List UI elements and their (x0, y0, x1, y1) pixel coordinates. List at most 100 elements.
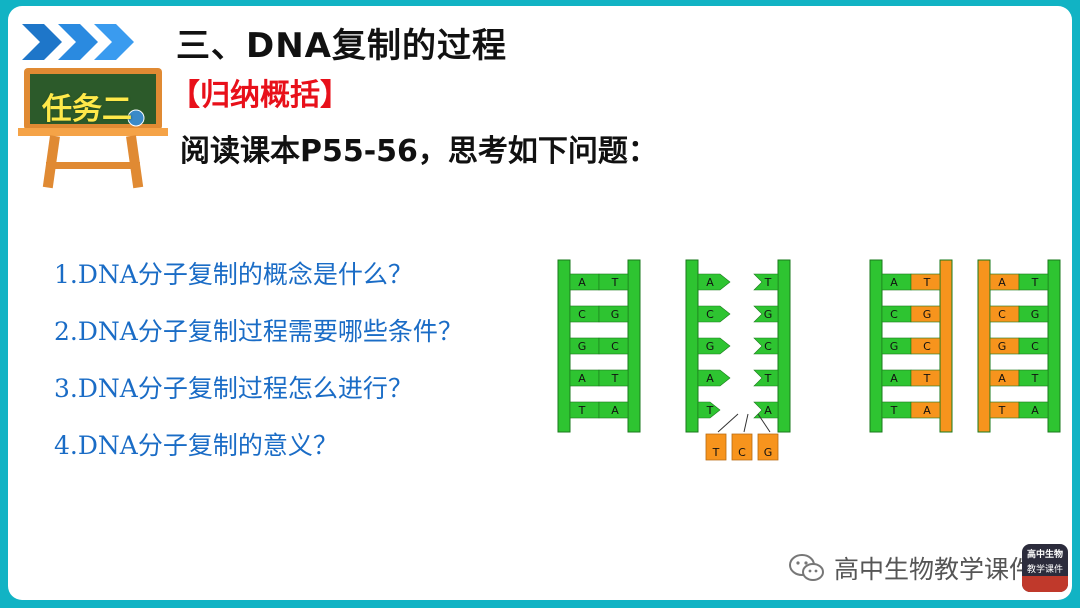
base-left (697, 305, 731, 323)
base-right (753, 369, 779, 387)
account-logo: 高中生物 教学课件 (1022, 544, 1068, 592)
base-letter: A (890, 372, 898, 385)
strand-backbone (869, 259, 883, 433)
account-name: 高中生物教学课件 (834, 555, 1035, 584)
base-letter: A (998, 372, 1006, 385)
base-right (1018, 369, 1049, 387)
base-letter: C (1031, 340, 1039, 353)
base-letter: A (578, 372, 586, 385)
base-letter: A (578, 276, 586, 289)
page-title: 三、DNA复制的过程 (176, 26, 507, 66)
base-right (753, 337, 779, 355)
arrow-line (757, 413, 771, 433)
base-letter: A (706, 372, 714, 385)
base-letter: A (923, 404, 931, 417)
arrow-line (743, 413, 749, 433)
base-letter: C (578, 308, 586, 321)
question-item: 3.DNA分子复制过程怎么进行？ (54, 374, 413, 403)
base-left (697, 337, 731, 355)
strand-backbone (977, 259, 991, 433)
base-right (910, 273, 941, 291)
base-letter: C (890, 308, 898, 321)
base-letter: G (890, 340, 899, 353)
strand-backbone (627, 259, 641, 433)
slide: 三、DNA复制的过程 任务二 【归纳概括】 阅读课本P55-56，思考如下问题：… (8, 6, 1072, 600)
free-nucleotide-letter: C (738, 446, 746, 459)
question-list: 1.DNA分子复制的概念是什么？ 2.DNA分子复制过程需要哪些条件？ 3.DN… (54, 256, 463, 484)
base-letter: T (890, 404, 898, 417)
free-nucleotide-letter: T (712, 446, 720, 459)
logo-text-top: 高中生物 (1026, 550, 1063, 560)
strand-backbone (777, 259, 791, 433)
base-right (598, 337, 629, 355)
base-letter: T (998, 404, 1006, 417)
base-letter: C (923, 340, 931, 353)
instruction-text: 阅读课本P55-56，思考如下问题： (180, 134, 658, 169)
question-item: 2.DNA分子复制过程需要哪些条件？ (54, 317, 463, 346)
strand-backbone (557, 259, 571, 433)
base-letter: T (578, 404, 586, 417)
chevron-arrows-icon (22, 24, 134, 60)
base-right (1018, 337, 1049, 355)
base-right (598, 273, 629, 291)
base-left (697, 369, 731, 387)
base-letter: T (923, 372, 931, 385)
base-letter: T (706, 404, 714, 417)
base-right (910, 337, 941, 355)
base-letter: A (611, 404, 619, 417)
footer: 高中生物教学课件 (788, 546, 1034, 590)
base-letter: A (1031, 404, 1039, 417)
task-label: 任务二 (42, 92, 132, 127)
base-letter: G (764, 308, 773, 321)
question-item: 1.DNA分子复制的概念是什么？ (54, 260, 413, 289)
logo-text-bottom: 教学课件 (1026, 565, 1063, 575)
base-letter: C (611, 340, 619, 353)
dna-replication-diagram: A T C G G C A T T A A T C G G C A T T A A T C G G C A T T A A T C G G C A T T A… (557, 259, 1061, 461)
base-letter: A (706, 276, 714, 289)
base-right (753, 273, 779, 291)
base-right (598, 401, 629, 419)
base-right (1018, 401, 1049, 419)
free-nucleotide (705, 433, 727, 461)
wechat-icon (789, 554, 824, 581)
base-letter: C (998, 308, 1006, 321)
base-letter: T (611, 372, 619, 385)
strand-backbone (1047, 259, 1061, 433)
base-letter: T (764, 372, 772, 385)
free-nucleotide-letter: G (764, 446, 773, 459)
base-letter: T (1031, 276, 1039, 289)
base-letter: T (611, 276, 619, 289)
strand-backbone (939, 259, 953, 433)
base-right (1018, 273, 1049, 291)
section-subtitle: 【归纳概括】 (170, 78, 350, 113)
strand-backbone (685, 259, 699, 433)
base-letter: G (706, 340, 715, 353)
base-right (598, 305, 629, 323)
free-nucleotide (731, 433, 753, 461)
base-letter: G (578, 340, 587, 353)
base-letter: T (923, 276, 931, 289)
base-left (697, 401, 721, 419)
arrow-line (717, 413, 739, 433)
base-letter: C (764, 340, 772, 353)
base-letter: A (998, 276, 1006, 289)
base-right (753, 305, 779, 323)
base-letter: A (764, 404, 772, 417)
base-right (910, 305, 941, 323)
base-letter: T (1031, 372, 1039, 385)
base-right (598, 369, 629, 387)
question-item: 4.DNA分子复制的意义？ (54, 431, 338, 460)
base-right (1018, 305, 1049, 323)
free-nucleotide (757, 433, 779, 461)
base-left (697, 273, 731, 291)
base-letter: G (611, 308, 620, 321)
chalkboard-icon (18, 68, 168, 189)
base-letter: A (890, 276, 898, 289)
logo-decoration (1022, 576, 1068, 592)
base-letter: G (923, 308, 932, 321)
base-letter: C (706, 308, 714, 321)
base-letter: G (998, 340, 1007, 353)
base-letter: G (1031, 308, 1040, 321)
base-letter: T (764, 276, 772, 289)
